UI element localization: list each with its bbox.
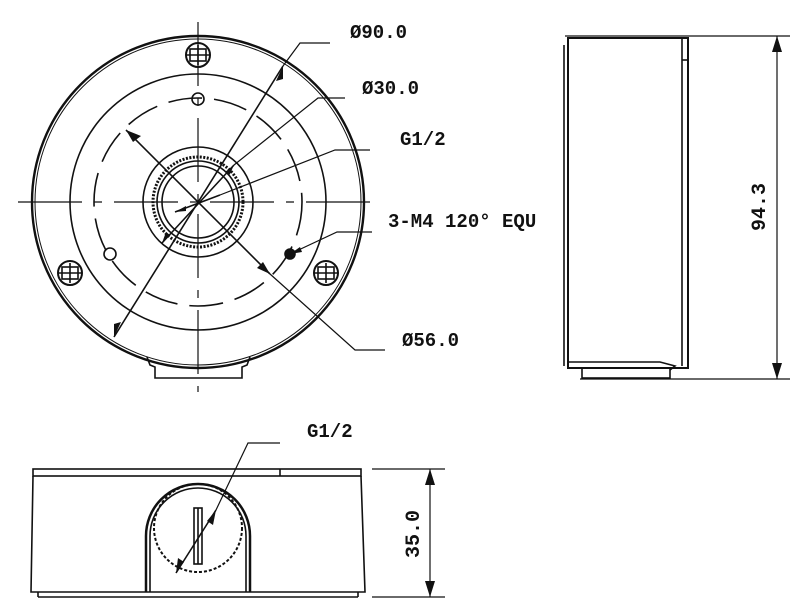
thread-label-front: G1/2 (307, 421, 353, 443)
thread-label-top: G1/2 (400, 129, 446, 151)
screw-head-icon (57, 260, 83, 286)
side-view (563, 35, 790, 380)
bolt-circle-diameter-label: Ø56.0 (402, 330, 460, 352)
outer-diameter-label: Ø90.0 (350, 22, 408, 44)
top-view (18, 22, 385, 392)
inner-diameter-label: Ø30.0 (362, 78, 420, 100)
side-height-label: 94.3 (749, 182, 773, 232)
screw-head-icon (185, 42, 211, 68)
screw-head-icon (313, 260, 339, 286)
front-view (30, 442, 445, 598)
front-height-label: 35.0 (403, 509, 427, 559)
screw-holes-label: 3-M4 120° EQU (388, 211, 537, 233)
